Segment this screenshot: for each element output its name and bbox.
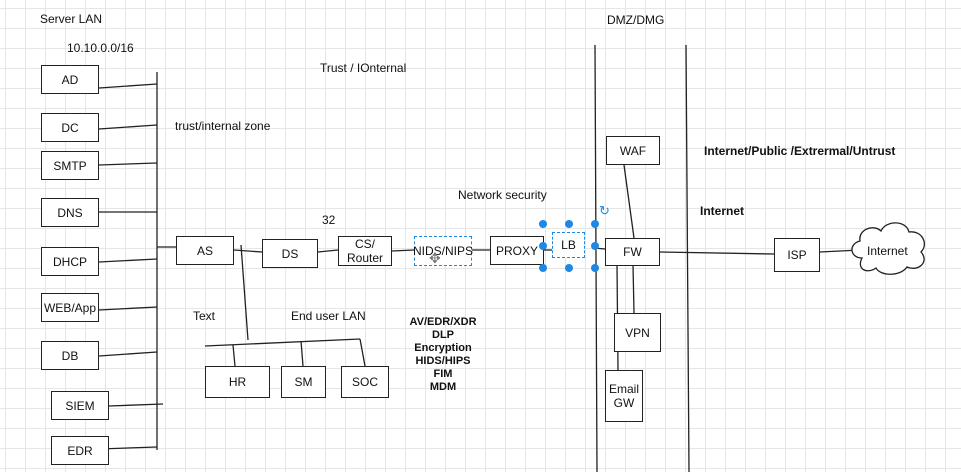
internet-public-label: Internet/Public /Extrermal/Untrust — [704, 144, 896, 158]
cloud-label: Internet — [867, 244, 908, 258]
node-as[interactable]: AS — [176, 236, 234, 265]
endpoint-security-list: AV/EDR/XDR DLP Encryption HIDS/HIPS FIM … — [404, 316, 482, 394]
server-dc[interactable]: DC — [41, 113, 99, 142]
connector-db — [98, 351, 158, 357]
connector-waf-fw — [623, 164, 635, 239]
move-icon[interactable]: ✥ — [429, 250, 441, 266]
connector-soc — [359, 338, 366, 367]
end-user-lan-label: End user LAN — [291, 309, 366, 323]
node-sm[interactable]: SM — [281, 366, 326, 398]
connector-smtp — [98, 162, 158, 166]
selection-handle[interactable] — [565, 264, 573, 272]
internet-zone-label: Internet — [700, 204, 745, 218]
connector-hr — [232, 344, 236, 367]
connector-web — [98, 306, 158, 311]
security-item: AV/EDR/XDR — [409, 316, 477, 328]
node-hr[interactable]: HR — [205, 366, 270, 398]
security-item: DLP — [432, 329, 454, 341]
network-security-label: Network security — [458, 188, 547, 202]
node-fw[interactable]: FW — [605, 238, 660, 266]
server-siem[interactable]: SIEM — [51, 391, 109, 420]
selection-handle[interactable] — [591, 264, 599, 272]
node-isp[interactable]: ISP — [774, 238, 820, 272]
server-ad[interactable]: AD — [41, 65, 99, 94]
dmz-boundary-right — [685, 44, 690, 472]
connector-dc — [98, 124, 158, 130]
email-line2: GW — [613, 396, 635, 410]
security-item: MDM — [429, 381, 457, 393]
server-web-app[interactable]: WEB/App — [41, 293, 99, 322]
selection-handle[interactable] — [591, 220, 599, 228]
connector-as-lan — [240, 244, 249, 341]
trust-internal-label: Trust / IOnternal — [320, 61, 407, 75]
dmz-boundary-left — [594, 44, 598, 472]
selection-handle[interactable] — [565, 220, 573, 228]
connector-ad — [98, 83, 158, 89]
number-label: 32 — [322, 213, 336, 227]
router-line1: CS/ — [354, 237, 375, 251]
router-line2: Router — [346, 251, 384, 265]
node-proxy[interactable]: PROXY — [490, 236, 544, 265]
node-nids-nips[interactable]: NIDS/NIPS — [413, 236, 473, 266]
text-label: Text — [193, 309, 216, 323]
connector-as-ds — [233, 249, 263, 253]
dmz-label: DMZ/DMG — [607, 13, 665, 27]
end-user-lan-bus — [204, 338, 361, 347]
connector-dhcp — [98, 258, 158, 263]
server-lan-label: Server LAN — [40, 12, 103, 26]
security-item: HIDS/HIPS — [415, 355, 471, 367]
node-cs-router[interactable]: CS/ Router — [338, 236, 392, 266]
security-item: FIM — [433, 368, 453, 380]
subnet-label: 10.10.0.0/16 — [67, 41, 134, 55]
server-dhcp[interactable]: DHCP — [41, 247, 99, 276]
server-db[interactable]: DB — [41, 341, 99, 370]
node-ds[interactable]: DS — [262, 239, 318, 268]
selection-handle[interactable] — [591, 242, 599, 250]
connector-ds-router — [317, 249, 339, 253]
node-lb[interactable]: LB — [552, 232, 585, 258]
connector-fw-vpn — [632, 264, 635, 314]
server-edr[interactable]: EDR — [51, 436, 109, 465]
trust-zone-label: trust/internal zone — [175, 119, 271, 133]
node-soc[interactable]: SOC — [341, 366, 389, 398]
node-vpn[interactable]: VPN — [614, 313, 661, 352]
security-item: Encryption — [414, 342, 472, 354]
rotate-icon[interactable]: ↻ — [599, 203, 610, 218]
cloud-icon — [851, 222, 925, 275]
email-line1: Email — [608, 382, 639, 396]
node-email-gw[interactable]: Email GW — [605, 370, 643, 422]
connector-fw-isp — [659, 251, 775, 255]
connector-router-nids — [391, 249, 415, 252]
selection-handle[interactable] — [539, 242, 547, 250]
server-smtp[interactable]: SMTP — [41, 151, 99, 180]
connector-siem — [108, 403, 164, 407]
node-waf[interactable]: WAF — [606, 136, 660, 165]
selection-handle[interactable] — [539, 264, 547, 272]
selection-handle[interactable] — [539, 220, 547, 228]
server-dns[interactable]: DNS — [41, 198, 99, 227]
connector-sm — [300, 340, 304, 367]
